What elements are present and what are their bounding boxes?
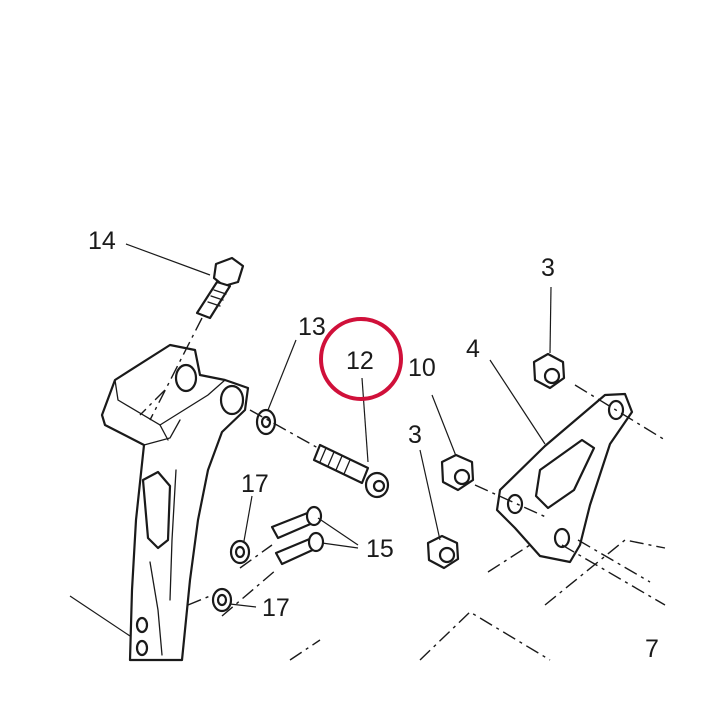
- callout-4: 4: [466, 335, 480, 363]
- assembly-axes: [139, 317, 666, 661]
- bolts-15: [270, 505, 325, 566]
- nuts: [426, 352, 566, 570]
- frame-bracket: [100, 343, 250, 662]
- callout-12: 12: [346, 347, 374, 375]
- highlight-ring: [319, 317, 403, 401]
- callout-15: 15: [366, 535, 394, 563]
- bolt-14: [195, 256, 245, 320]
- callout-7: 7: [645, 635, 659, 663]
- leader-lines: [69, 243, 552, 637]
- callout-14: 14: [88, 227, 116, 255]
- callout-3-upper: 3: [541, 254, 555, 282]
- callout-13: 13: [298, 313, 326, 341]
- bolt-12: [312, 443, 390, 499]
- callout-17-upper: 17: [241, 470, 269, 498]
- callout-3-lower: 3: [408, 421, 422, 449]
- bracket-plate-4: [495, 392, 634, 564]
- washers-17: [211, 539, 251, 613]
- callout-17-lower: 17: [262, 594, 290, 622]
- callout-10: 10: [408, 354, 436, 382]
- washer-13: [255, 408, 277, 436]
- callouts: 14 13 12 10 3 4 3 17 15 17 7: [88, 227, 659, 663]
